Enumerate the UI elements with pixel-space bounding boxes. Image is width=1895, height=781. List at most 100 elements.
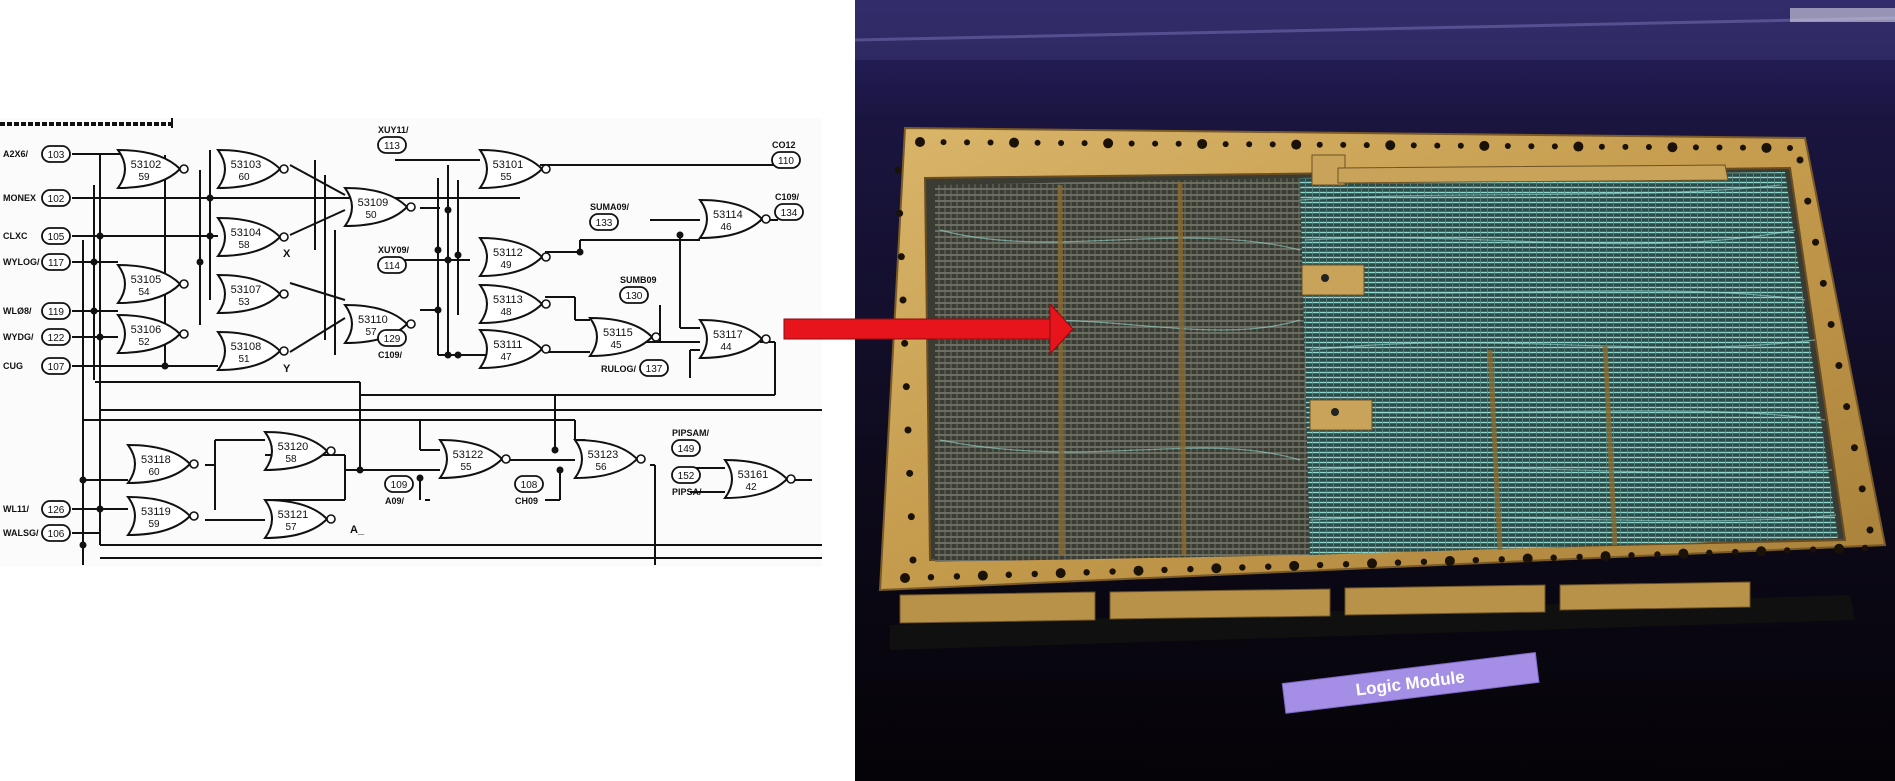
schematic-wires bbox=[72, 150, 822, 565]
gate-number: 56 bbox=[595, 462, 607, 473]
signal-number: 108 bbox=[521, 480, 538, 491]
signal-oval bbox=[384, 475, 414, 493]
gate-id: 53108 bbox=[231, 341, 262, 353]
nor-gate bbox=[126, 495, 192, 537]
signal-oval bbox=[671, 466, 701, 484]
port-label: WALSG/ bbox=[3, 528, 39, 538]
gate-number: 60 bbox=[238, 172, 250, 183]
port-oval bbox=[41, 524, 71, 542]
inverter-bubble bbox=[541, 164, 551, 174]
nor-gate bbox=[126, 443, 192, 485]
gate-number: 55 bbox=[460, 462, 472, 473]
port-label: CLXC bbox=[3, 231, 28, 241]
signal-number: 152 bbox=[678, 471, 695, 482]
gate-id: 53115 bbox=[603, 327, 633, 339]
port-oval bbox=[41, 227, 71, 245]
signal-oval bbox=[514, 475, 544, 493]
signal-oval bbox=[619, 286, 649, 304]
gate-id: 53101 bbox=[493, 159, 524, 171]
nor-gate bbox=[478, 148, 544, 190]
signal-label: CO12 bbox=[772, 140, 796, 150]
gate-number: 42 bbox=[745, 482, 757, 493]
inverter-bubble bbox=[326, 514, 336, 524]
gate-id: 53112 bbox=[493, 247, 523, 259]
signal-label: A09/ bbox=[385, 496, 405, 506]
signal-label: PIPSA/ bbox=[672, 487, 702, 497]
inverter-bubble bbox=[179, 164, 189, 174]
gate-id: 53110 bbox=[358, 314, 388, 326]
nor-gate bbox=[698, 318, 764, 360]
signal-label: C109/ bbox=[775, 192, 800, 202]
port-number: 119 bbox=[48, 307, 64, 318]
frame-holes bbox=[894, 137, 1874, 583]
wire-mesh-grey bbox=[935, 178, 1310, 562]
inverter-bubble bbox=[189, 511, 199, 521]
signal-oval bbox=[377, 329, 407, 347]
signal-number: 130 bbox=[626, 291, 643, 302]
mounting-block-lower bbox=[1309, 399, 1373, 431]
signal-label: XUY09/ bbox=[378, 245, 410, 255]
gate-number: 48 bbox=[500, 307, 512, 318]
signal-oval bbox=[639, 359, 669, 377]
signal-oval bbox=[589, 213, 619, 231]
inverter-bubble bbox=[179, 329, 189, 339]
inverter-bubble bbox=[279, 164, 289, 174]
inverter-bubble bbox=[636, 454, 646, 464]
signal-number: 110 bbox=[778, 156, 794, 167]
gate-number: 59 bbox=[148, 519, 160, 530]
gate-number: 58 bbox=[238, 240, 250, 251]
port-label: WYDG/ bbox=[3, 332, 34, 342]
gate-number: 54 bbox=[138, 287, 150, 298]
nor-gate bbox=[116, 148, 182, 190]
nor-gate bbox=[478, 283, 544, 325]
port-number: 107 bbox=[48, 362, 65, 373]
gate-id: 53122 bbox=[453, 449, 484, 461]
input-port: A2X6/103 bbox=[3, 145, 71, 163]
gate-id: 53102 bbox=[131, 159, 162, 171]
inverter-bubble bbox=[761, 214, 771, 224]
nor-gate bbox=[343, 186, 409, 228]
nor-gate bbox=[216, 216, 282, 258]
node-mark-x: X bbox=[283, 248, 291, 260]
red-arrow bbox=[783, 302, 1074, 356]
logic-module-photo bbox=[854, 0, 1895, 781]
port-oval bbox=[41, 302, 71, 320]
signal-label: C109/ bbox=[378, 350, 403, 360]
port-oval bbox=[41, 328, 71, 346]
signal-number: 114 bbox=[384, 261, 400, 272]
nor-gate bbox=[263, 498, 329, 540]
inverter-bubble bbox=[541, 252, 551, 262]
gate-number: 59 bbox=[138, 172, 150, 183]
gate-id: 53103 bbox=[231, 159, 262, 171]
port-number: 122 bbox=[48, 333, 65, 344]
port-oval bbox=[41, 253, 71, 271]
gate-id: 53107 bbox=[231, 284, 262, 296]
signal-label: SUMA09/ bbox=[590, 202, 630, 212]
port-number: 103 bbox=[48, 150, 65, 161]
input-port: WL11/126 bbox=[3, 500, 71, 518]
nor-gate bbox=[478, 236, 544, 278]
signal-ports: 113XUY11/114XUY09/129C109/133SUMA09/130S… bbox=[377, 125, 804, 506]
signal-label: XUY11/ bbox=[378, 125, 409, 135]
input-port: WYDG/122 bbox=[3, 328, 71, 346]
inverter-bubble bbox=[326, 446, 336, 456]
gate-number: 55 bbox=[500, 172, 512, 183]
gate-number: 49 bbox=[500, 260, 512, 271]
port-oval bbox=[41, 357, 71, 375]
gate-number: 51 bbox=[238, 354, 250, 365]
port-number: 106 bbox=[48, 529, 65, 540]
gate-number: 52 bbox=[138, 337, 150, 348]
nor-gate bbox=[478, 328, 544, 370]
inverter-bubble bbox=[501, 454, 511, 464]
gate-number: 58 bbox=[285, 454, 297, 465]
inverter-bubble bbox=[786, 474, 796, 484]
signal-label: CH09 bbox=[515, 496, 538, 506]
port-number: 126 bbox=[48, 505, 65, 516]
port-label: WYLOG/ bbox=[3, 257, 40, 267]
